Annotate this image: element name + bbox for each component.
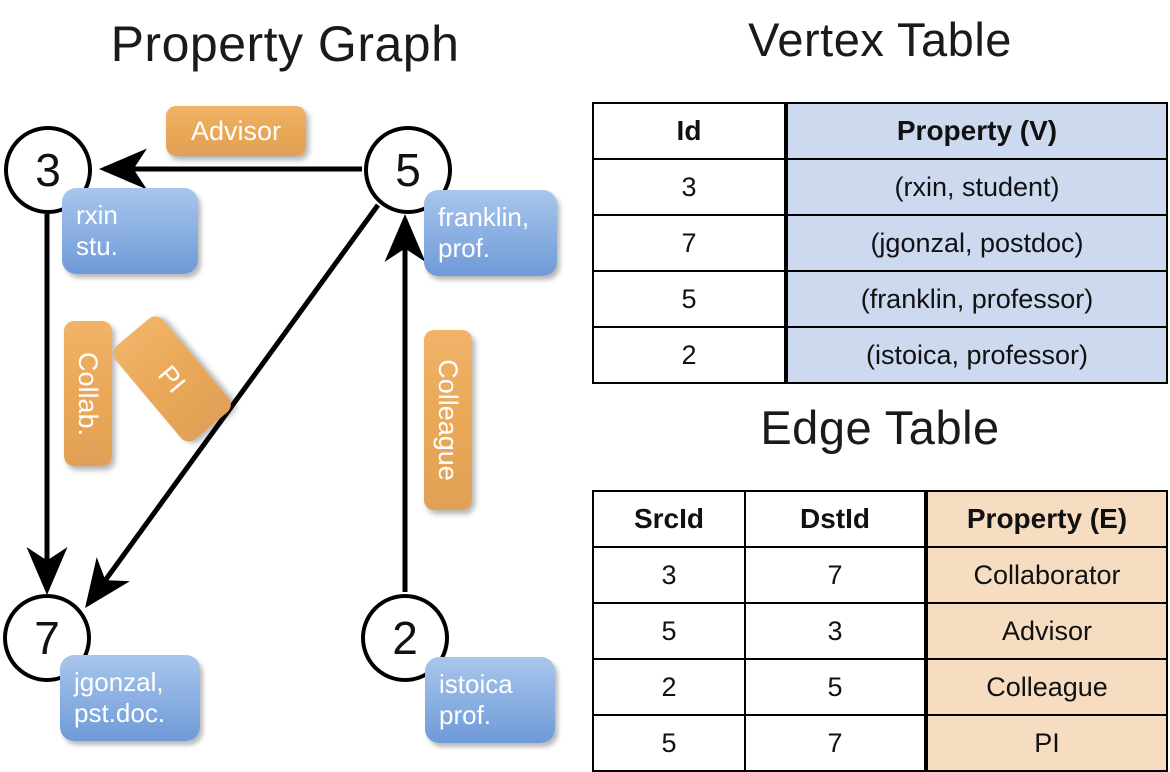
edge-cell-dstid: 3 [744,602,927,660]
table-row: 3 (rxin, student) [592,158,1168,216]
node-property-rxin-line1: rxin [76,200,118,230]
vertex-cell-property: (istoica, professor) [784,326,1168,384]
edge-label-collab: Collab. [64,321,112,466]
edge-cell-dstid: 7 [744,714,927,772]
edge-label-colleague: Colleague [424,330,472,510]
page-title-edge-table: Edge Table [760,401,1000,454]
node-property-rxin-line2: stu. [76,231,118,261]
edge-cell-srcid: 2 [592,658,746,716]
edge-table-header-property: Property (E) [924,490,1168,548]
edge-cell-property: Advisor [924,602,1168,660]
edge-table-header-dstid: DstId [744,490,927,548]
node-property-bubble-jgonzal: jgonzal, pst.doc. [60,655,200,741]
graph-edge-arrows [26,148,426,609]
vertex-cell-property: (jgonzal, postdoc) [784,214,1168,272]
vertex-table: Id Property (V) 3 (rxin, student) 7 (jgo… [592,102,1168,384]
node-property-istoica-line1: istoica [439,669,513,699]
vertex-cell-id: 2 [592,326,787,384]
graph-node-5-id: 5 [395,144,421,196]
edge-cell-property: Collaborator [924,546,1168,604]
edge-cell-srcid: 5 [592,714,746,772]
edge-table-header-row: SrcId DstId Property (E) [592,490,1168,548]
graph-node-2-id: 2 [392,612,418,664]
edge-cell-srcid: 3 [592,546,746,604]
edge-label-pi-text: PI [152,359,192,399]
page-title-property-graph: Property Graph [110,16,460,72]
edge-cell-dstid: 7 [744,546,927,604]
node-property-jgonzal-line2: pst.doc. [74,698,166,728]
table-row: 3 7 Collaborator [592,546,1168,604]
node-property-bubble-rxin: rxin stu. [62,188,198,274]
vertex-table-header-id: Id [592,102,787,160]
table-row: 5 7 PI [592,714,1168,772]
table-row: 2 5 Colleague [592,658,1168,716]
graph-node-5[interactable]: 5 [364,126,452,214]
node-property-istoica-line2: prof. [439,700,492,730]
edge-cell-property: PI [924,714,1168,772]
vertex-table-header-property: Property (V) [784,102,1168,160]
node-property-franklin-line1: franklin, [438,202,530,232]
vertex-cell-id: 5 [592,270,787,328]
vertex-cell-property: (rxin, student) [784,158,1168,216]
table-row: 5 (franklin, professor) [592,270,1168,328]
edge-cell-srcid: 5 [592,602,746,660]
node-property-bubble-franklin: franklin, prof. [424,190,557,276]
edge-cell-dstid: 5 [744,658,927,716]
table-row: 7 (jgonzal, postdoc) [592,214,1168,272]
graph-node-3-id: 3 [35,144,61,196]
graph-node-7-id: 7 [34,612,60,664]
node-property-franklin-line2: prof. [438,233,491,263]
vertex-cell-id: 7 [592,214,787,272]
graph-node-2[interactable]: 2 [361,594,449,682]
table-row: 2 (istoica, professor) [592,326,1168,384]
node-property-jgonzal-line1: jgonzal, [74,667,164,697]
edge-cell-property: Colleague [924,658,1168,716]
property-graph-diagram: 3 5 7 2 rxin stu. franklin, prof. jgonza… [0,0,585,760]
vertex-cell-id: 3 [592,158,787,216]
edge-label-collab-text: Collab. [73,351,104,436]
edge-table-header-srcid: SrcId [592,490,746,548]
node-property-bubble-istoica: istoica prof. [425,657,555,743]
table-row: 5 3 Advisor [592,602,1168,660]
edge-table: SrcId DstId Property (E) 3 7 Collaborato… [592,490,1168,772]
vertex-table-header-row: Id Property (V) [592,102,1168,160]
edge-label-advisor-text: Advisor [190,116,282,146]
edge-label-colleague-text: Colleague [433,359,463,481]
edge-label-advisor: Advisor [166,106,306,156]
page-title-vertex-table: Vertex Table [748,13,1012,66]
edge-pi-5-to-7 [85,203,381,609]
vertex-cell-property: (franklin, professor) [784,270,1168,328]
